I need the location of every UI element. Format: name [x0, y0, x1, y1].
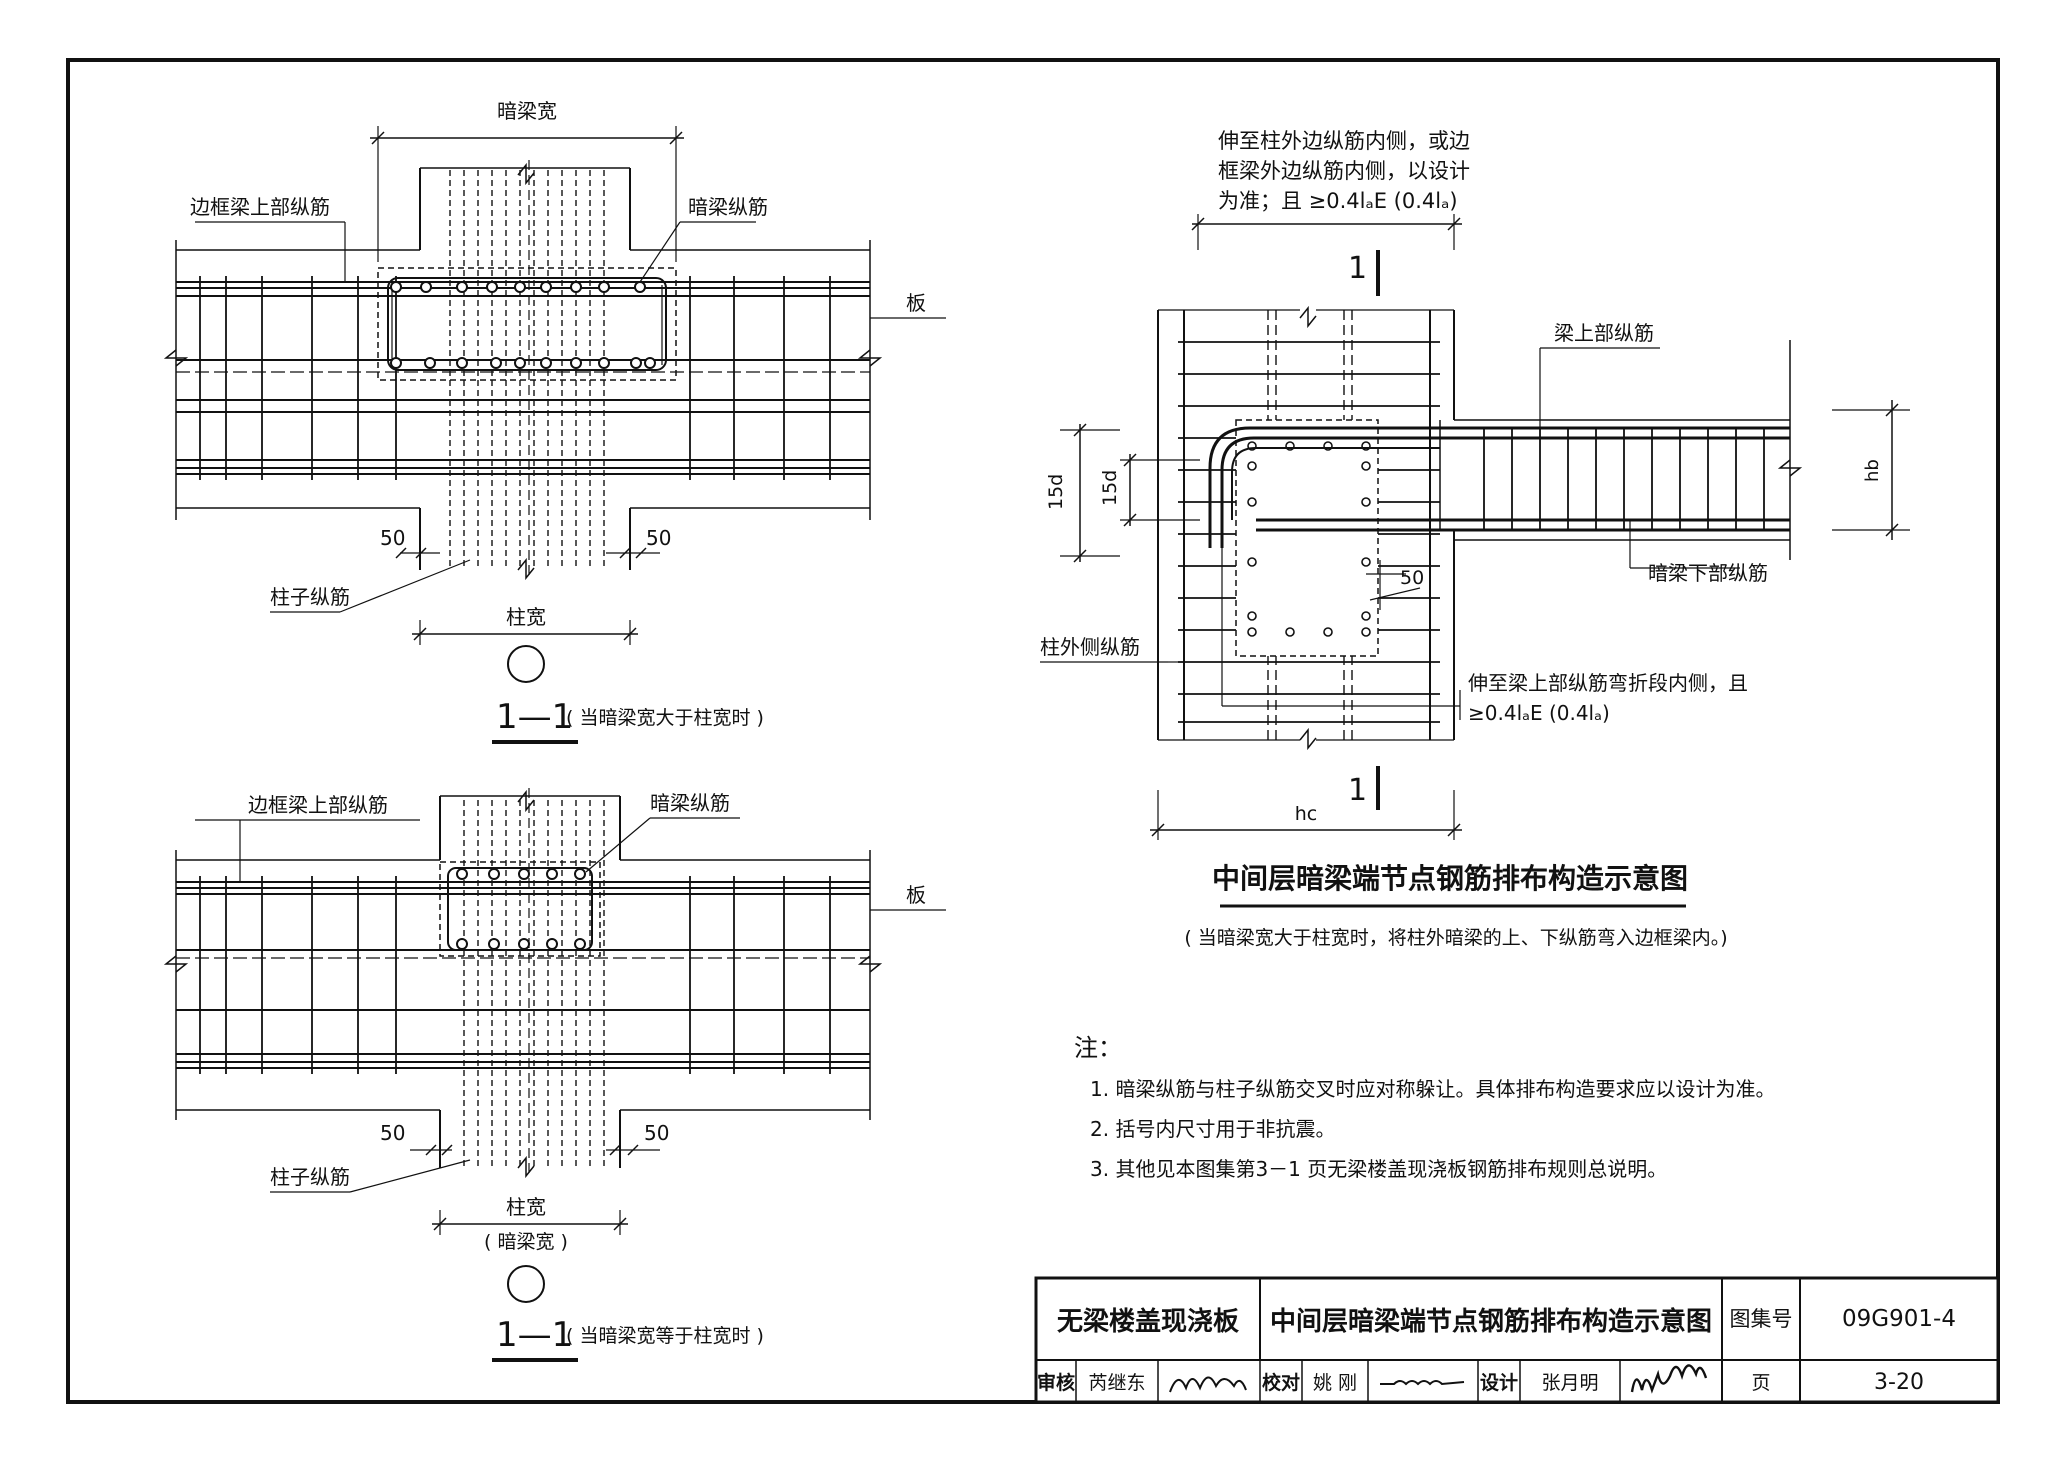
label-dark-beam-bars-b: 暗梁纵筋 — [650, 791, 730, 815]
label-slab-b: 板 — [906, 883, 926, 907]
title-block: 无梁楼盖现浇板 中间层暗梁端节点钢筋排布构造示意图 图集号 09G901-4 审… — [1034, 1276, 2000, 1404]
reviewer-signature — [1169, 1376, 1247, 1393]
anchor-note-line2: 框梁外边纵筋内侧，以设计 — [1218, 159, 1470, 183]
dim-hb: hb — [1862, 459, 1883, 482]
title-block-atlas-label: 图集号 — [1730, 1307, 1793, 1331]
checker-signature — [1380, 1380, 1465, 1386]
section-symbol-circle — [507, 645, 545, 683]
column-bottom-left — [439, 788, 621, 1179]
notes-heading: 注： — [1074, 1034, 1122, 1062]
bend-note-line2: ≥0.4lₐE (0.4lₐ) — [1468, 701, 1610, 725]
title-block-atlas-no: 09G901-4 — [1842, 1306, 1956, 1332]
label-column-bars-b: 柱子纵筋 — [270, 1165, 350, 1189]
title-block-designer: 张月明 — [1541, 1372, 1598, 1394]
detail-top-left: 暗梁宽 边框梁上部纵筋 暗梁纵筋 板 50 50 柱子纵筋 柱宽 1—1 ( 当… — [163, 99, 946, 744]
dim-50-left-b: 50 — [380, 1121, 405, 1145]
note-item-3: 3. 其他见本图集第3－1 页无梁楼盖现浇板钢筋排布规则总说明。 — [1090, 1157, 1667, 1181]
label-column-bars: 柱子纵筋 — [270, 585, 350, 609]
dim-50-left: 50 — [380, 526, 405, 550]
dim-50-right: 50 — [646, 526, 671, 550]
anchor-note-line1: 伸至柱外边纵筋内侧，或边 — [1218, 129, 1470, 153]
label-dark-beam-bars: 暗梁纵筋 — [688, 195, 768, 219]
note-item-1: 1. 暗梁纵筋与柱子纵筋交叉时应对称躲让。具体排布构造要求应以设计为准。 — [1090, 1077, 1775, 1101]
beam-stirrups-right — [1483, 428, 1765, 530]
dim-50-right-b: 50 — [644, 1121, 669, 1145]
title-block-reviewer: 芮继东 — [1088, 1372, 1145, 1394]
title-block-page-no: 3-20 — [1874, 1370, 1924, 1395]
detail-subtitle: ( 当暗梁宽大于柱宽时，将柱外暗梁的上、下纵筋弯入边框梁内。) — [1184, 927, 1727, 949]
section-symbol-circle-b — [507, 1265, 545, 1303]
section-note-top: ( 当暗梁宽大于柱宽时 ) — [566, 707, 764, 729]
section-mark-1-1-top: 1—1 — [496, 697, 573, 737]
beam-bars-right — [1208, 340, 1803, 560]
stirrups-top-left — [199, 276, 831, 480]
label-column-width: 柱宽 — [506, 605, 546, 629]
dim-15d-inner: 15d — [1099, 470, 1121, 506]
cut-mark-bottom: 1 — [1348, 773, 1367, 808]
label-slab: 板 — [906, 291, 926, 315]
column-top-left — [419, 160, 631, 581]
title-block-page-label: 页 — [1751, 1372, 1770, 1394]
note-item-2: 2. 括号内尺寸用于非抗震。 — [1090, 1117, 1335, 1141]
title-block-review-label: 审核 — [1037, 1371, 1075, 1394]
notes: 注： 1. 暗梁纵筋与柱子纵筋交叉时应对称躲让。具体排布构造要求应以设计为准。 … — [1074, 1034, 1775, 1181]
label-column-width-b: 柱宽 — [506, 1195, 546, 1219]
detail-bottom-left: 边框梁上部纵筋 暗梁纵筋 板 50 50 柱子纵筋 柱宽 ( 暗梁宽 ) 1—1… — [163, 788, 946, 1362]
detail-right: 伸至柱外边纵筋内侧，或边 框梁外边纵筋内侧，以设计 为准；且 ≥0.4lₐE (… — [1040, 129, 1910, 949]
dark-beam-cage-right — [1235, 419, 1379, 657]
dim-15d-outer: 15d — [1045, 474, 1067, 510]
title-block-design-label: 设计 — [1480, 1372, 1518, 1394]
title-block-checker: 姚 刚 — [1313, 1372, 1357, 1394]
label-column-outer-bars: 柱外侧纵筋 — [1040, 635, 1140, 659]
bend-note-line1: 伸至梁上部纵筋弯折段内侧，且 — [1468, 671, 1748, 695]
slab-bars-bottom-left — [163, 850, 883, 1120]
anchor-note-line3: 为准；且 ≥0.4lₐE (0.4lₐ) — [1218, 189, 1458, 213]
label-dark-beam-bottom-bars: 暗梁下部纵筋 — [1648, 561, 1768, 585]
dim-50-right-detail: 50 — [1400, 567, 1424, 589]
dark-beam-cage-bottom-left — [439, 861, 601, 957]
designer-signature — [1630, 1364, 1708, 1394]
title-block-drawing-title: 中间层暗梁端节点钢筋排布构造示意图 — [1270, 1306, 1712, 1337]
label-dark-beam-width: 暗梁宽 — [497, 99, 557, 123]
section-mark-1-1-bottom: 1—1 — [496, 1315, 573, 1355]
sheet-border — [66, 58, 2000, 1404]
title-block-check-label: 校对 — [1262, 1371, 1300, 1394]
stirrups-bottom-left — [199, 876, 831, 1074]
label-edge-beam-top-bars: 边框梁上部纵筋 — [190, 195, 330, 219]
label-edge-beam-top-bars-b: 边框梁上部纵筋 — [248, 793, 388, 817]
label-beam-top-bars: 梁上部纵筋 — [1554, 321, 1654, 345]
detail-title: 中间层暗梁端节点钢筋排布构造示意图 — [1212, 862, 1688, 895]
dark-beam-cage-top-left — [377, 267, 677, 381]
title-block-category: 无梁楼盖现浇板 — [1057, 1306, 1239, 1337]
label-dark-beam-width-paren: ( 暗梁宽 ) — [484, 1231, 568, 1253]
dim-hc: hc — [1295, 803, 1318, 825]
section-note-bottom: ( 当暗梁宽等于柱宽时 ) — [566, 1325, 764, 1347]
dim-dark-beam-width-top — [370, 126, 684, 262]
cut-mark-top: 1 — [1348, 251, 1367, 286]
